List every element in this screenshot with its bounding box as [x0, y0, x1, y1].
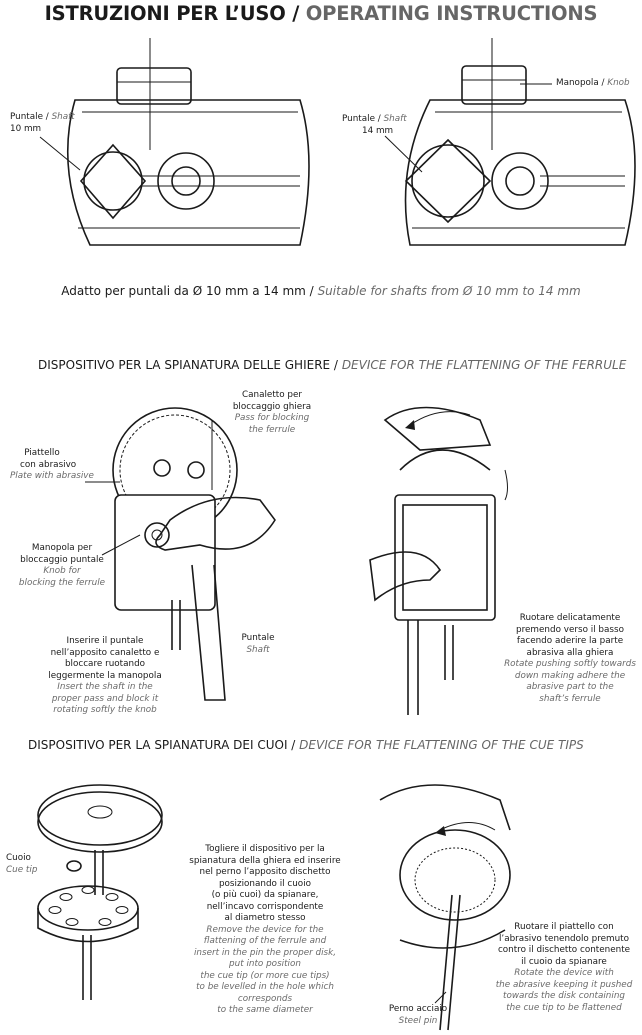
shaft-size-14: 14 mm	[362, 125, 394, 136]
ferrule-device-left-illustration	[85, 407, 276, 701]
cue-tip-label: Cuoio Cue tip	[6, 853, 38, 875]
title-italian: ISTRUZIONI PER L’USO /	[44, 2, 300, 25]
cuetip-section-title: DISPOSITIVO PER LA SPIANATURA DEI CUOI /…	[28, 738, 584, 752]
cue-tip-flattening-illustration	[379, 784, 511, 1031]
rotate-plate-instruction: Ruotare il piattello con l’abrasivo tene…	[495, 922, 633, 1013]
device-14mm-illustration	[384, 38, 636, 246]
title-english: OPERATING INSTRUCTIONS	[305, 2, 598, 25]
remove-device-instruction: Togliere il dispositivo per la spianatur…	[189, 844, 341, 1015]
knob-blocking-label: Manopola per bloccaggio puntale Knob for…	[18, 543, 106, 588]
suitable-range-text: Adatto per puntali da Ø 10 mm a 14 mm / …	[61, 284, 581, 298]
shaft-label-left: Puntale / Shaft 10 mm	[10, 112, 75, 134]
shaft-size-10: 10 mm	[10, 123, 42, 134]
ferrule-device-right-illustration	[369, 406, 508, 715]
knob-label: Manopola / Knob	[556, 78, 630, 88]
insert-shaft-instruction: Inserire il puntale nell’apposito canale…	[48, 636, 162, 715]
shaft-label-ferrule: Puntale Shaft	[241, 633, 275, 655]
page-title: ISTRUZIONI PER L’USO / OPERATING INSTRUC…	[0, 0, 642, 28]
device-10mm-illustration	[39, 38, 310, 246]
steel-pin-label: Perno acciaio Steel pin	[388, 1004, 448, 1026]
plate-label: Piattello con abrasivo Plate with abrasi…	[10, 448, 94, 481]
cue-tip-disk-illustration	[37, 784, 163, 1000]
shaft-label-right: Puntale / Shaft 14 mm	[342, 114, 407, 136]
rotate-ferrule-instruction: Ruotare delicatamente premendo verso il …	[504, 613, 636, 704]
ferrule-section-title: DISPOSITIVO PER LA SPIANATURA DELLE GHIE…	[38, 358, 627, 372]
pass-label: Canaletto per bloccaggio ghiera Pass for…	[232, 390, 312, 435]
